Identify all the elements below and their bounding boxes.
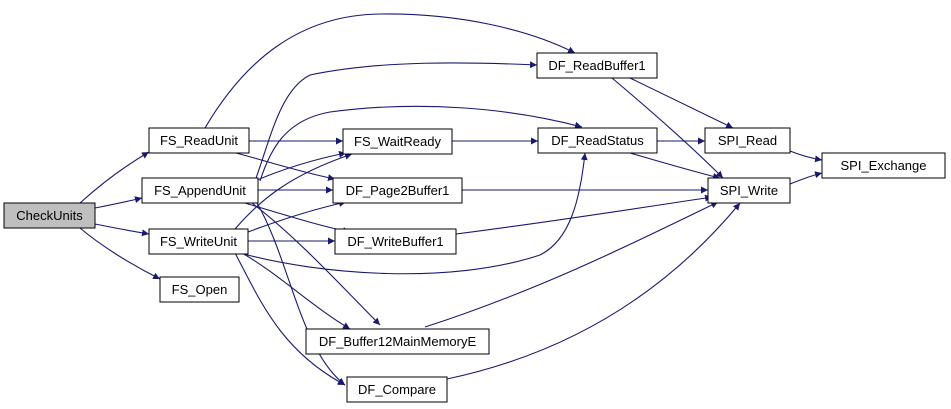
node-label: DF_Compare — [358, 382, 436, 397]
edge-fs-writeunit-df-page2buffer1 — [247, 200, 347, 233]
edge-checkunits-fs-readunit — [79, 151, 150, 204]
node-label: FS_WaitReady — [354, 134, 441, 149]
edge-fs-appendunit-fs-waitready — [249, 150, 347, 184]
edge-df-readbuffer1-spi-write — [611, 77, 724, 179]
edge-spi-write-spi-exchange — [789, 171, 823, 185]
edge-fs-appendunit-df-readbuffer1 — [254, 61, 538, 182]
edges-layer — [79, 13, 823, 386]
edge-checkunits-fs-writeunit — [94, 223, 150, 237]
node-label: SPI_Write — [720, 183, 778, 198]
node-fs-appendunit[interactable]: FS_AppendUnit — [141, 177, 259, 204]
node-label: FS_WriteUnit — [160, 234, 237, 249]
node-label: CheckUnits — [16, 208, 83, 223]
node-df-readstatus[interactable]: DF_ReadStatus — [537, 127, 658, 154]
edge-fs-writeunit-df-readstatus — [239, 152, 588, 275]
edge-df-compare-spi-write — [446, 202, 741, 380]
node-fs-waitready[interactable]: FS_WaitReady — [342, 128, 453, 155]
node-label: FS_ReadUnit — [160, 133, 238, 148]
edge-fs-readunit-df-readbuffer1 — [204, 13, 576, 129]
edge-fs-writeunit-df-compare — [234, 252, 346, 386]
node-df-readbuffer1[interactable]: DF_ReadBuffer1 — [536, 52, 658, 79]
edge-checkunits-fs-appendunit — [94, 196, 143, 209]
node-spi-exchange[interactable]: SPI_Exchange — [821, 152, 946, 179]
edge-fs-writeunit-df-buffer12mainmemorye — [241, 252, 351, 330]
node-spi-read[interactable]: SPI_Read — [704, 127, 791, 154]
node-label: FS_AppendUnit — [154, 183, 246, 198]
node-fs-writeunit[interactable]: FS_WriteUnit — [148, 228, 249, 255]
edge-fs-writeunit-fs-waitready — [234, 152, 353, 230]
edge-df-readstatus-spi-write — [629, 152, 721, 180]
node-df-compare[interactable]: DF_Compare — [346, 376, 448, 403]
node-df-page2buffer1[interactable]: DF_Page2Buffer1 — [332, 177, 463, 204]
node-spi-write[interactable]: SPI_Write — [707, 177, 791, 204]
edge-df-readbuffer1-spi-read — [629, 77, 734, 129]
edge-df-buffer12mainmemorye-spi-write — [424, 201, 719, 328]
node-fs-readunit[interactable]: FS_ReadUnit — [148, 127, 250, 154]
node-label: SPI_Exchange — [840, 158, 926, 173]
edge-checkunits-fs-open — [79, 227, 161, 280]
edge-df-writebuffer1-spi-write — [455, 194, 713, 235]
node-label: DF_ReadBuffer1 — [548, 58, 645, 73]
edge-fs-readunit-df-page2buffer1 — [235, 152, 336, 182]
nodes-layer: CheckUnits FS_ReadUnit FS_AppendUnit FS_… — [3, 52, 946, 403]
node-checkunits[interactable]: CheckUnits — [3, 202, 96, 229]
node-df-writebuffer1[interactable]: DF_WriteBuffer1 — [334, 228, 457, 255]
node-label: DF_WriteBuffer1 — [347, 234, 443, 249]
node-df-buffer12mainmemorye[interactable]: DF_Buffer12MainMemoryE — [305, 328, 490, 355]
node-label: DF_Buffer12MainMemoryE — [319, 334, 477, 349]
node-label: DF_Page2Buffer1 — [346, 183, 450, 198]
edge-spi-read-spi-exchange — [789, 150, 823, 163]
edge-fs-appendunit-df-buffer12mainmemorye — [251, 202, 381, 326]
node-label: SPI_Read — [718, 133, 777, 148]
node-fs-open[interactable]: FS_Open — [159, 276, 240, 303]
edge-fs-appendunit-df-readstatus — [259, 105, 583, 182]
node-label: FS_Open — [172, 282, 228, 297]
node-label: DF_ReadStatus — [551, 133, 644, 148]
